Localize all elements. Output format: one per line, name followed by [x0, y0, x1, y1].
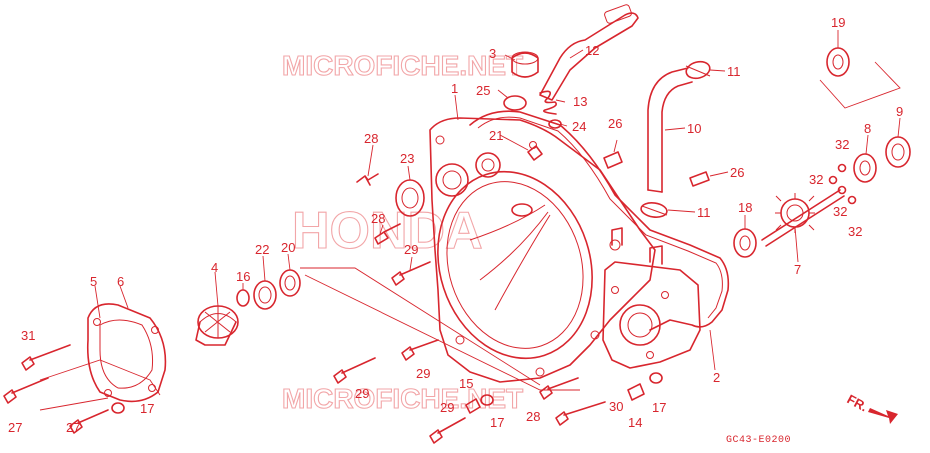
- callout-29-a: 29: [404, 242, 418, 257]
- bolt-29-d: [429, 417, 466, 444]
- balls-32: [828, 163, 857, 205]
- callout-11-top: 11: [727, 64, 741, 79]
- watermark-top: MICROFICHE.NET: [282, 50, 523, 81]
- callout-20: 20: [281, 240, 295, 255]
- callout-14: 14: [628, 415, 642, 430]
- callout-3: 3: [489, 46, 496, 61]
- bolt-29-a: [391, 261, 431, 286]
- callout-32-d: 32: [848, 224, 862, 239]
- callout-26-top: 26: [608, 116, 622, 131]
- bearing-8: [853, 153, 877, 183]
- callout-17-right: 17: [652, 400, 666, 415]
- callout-10: 10: [687, 121, 701, 136]
- callout-28-bottom: 28: [526, 409, 540, 424]
- water-pump-housing: [602, 245, 701, 369]
- callout-25: 25: [476, 83, 490, 98]
- callout-4: 4: [211, 260, 218, 275]
- bolt-27-b: [69, 409, 109, 434]
- callout-13: 13: [573, 94, 587, 109]
- callout-32-a: 32: [835, 137, 849, 152]
- bearing-20: [279, 269, 301, 297]
- callout-2: 2: [713, 370, 720, 385]
- bolt-27-a: [3, 377, 49, 404]
- washer-17-right: [649, 372, 663, 384]
- callout-26-right: 26: [730, 165, 744, 180]
- callout-8: 8: [864, 121, 871, 136]
- callout-17-left: 17: [140, 401, 154, 416]
- bearing-18: [733, 228, 757, 258]
- callout-31: 31: [21, 328, 35, 343]
- impeller: [195, 305, 239, 346]
- callout-17-mid: 17: [490, 415, 504, 430]
- callout-16: 16: [236, 269, 250, 284]
- watermark-bottom: MICROFICHE.NET: [282, 383, 523, 414]
- callout-12: 12: [585, 43, 599, 58]
- bolt-29-c: [401, 339, 439, 361]
- callout-29-d: 29: [440, 400, 454, 415]
- hose-clamp-bottom: [640, 202, 668, 218]
- bolt-28-bottom: [539, 377, 579, 400]
- callout-7: 7: [794, 262, 801, 277]
- water-pump-cover: [86, 303, 167, 403]
- water-hose: [647, 67, 693, 193]
- washer-17-left: [111, 402, 125, 414]
- callout-19: 19: [831, 15, 845, 30]
- callout-32-c: 32: [833, 204, 847, 219]
- bolt-30: [555, 401, 606, 426]
- seal-22: [253, 280, 277, 310]
- callout-29-b: 29: [355, 386, 369, 401]
- pump-shaft: [761, 189, 845, 247]
- dowel-26-top: [603, 151, 623, 169]
- spring-13: [539, 90, 558, 115]
- callout-27-right: 27: [66, 420, 80, 435]
- callout-15: 15: [459, 376, 473, 391]
- dowel-26-right: [689, 171, 710, 187]
- callout-9: 9: [896, 104, 903, 119]
- callout-5: 5: [90, 274, 97, 289]
- kick-arm: [539, 4, 639, 101]
- dowel-14: [627, 383, 645, 401]
- callout-27-left: 27: [8, 420, 22, 435]
- seal-9: [885, 136, 911, 168]
- bolt-31: [21, 344, 71, 371]
- bolt-28-mid: [374, 223, 401, 245]
- callout-29-c: 29: [416, 366, 430, 381]
- front-arrow-icon: [868, 408, 898, 424]
- callout-28-top: 28: [364, 131, 378, 146]
- callout-1: 1: [451, 81, 458, 96]
- right-crankcase-cover: [429, 117, 656, 383]
- callout-28-mid: 28: [371, 211, 385, 226]
- callout-22: 22: [255, 242, 269, 257]
- hose-clamp-top: [685, 60, 711, 80]
- bolt-28-top: [356, 173, 379, 186]
- callout-11-bottom: 11: [697, 205, 711, 220]
- dowel-21: [527, 145, 543, 161]
- callout-21: 21: [489, 128, 503, 143]
- callout-30: 30: [609, 399, 623, 414]
- seal-16: [236, 289, 250, 307]
- callout-6: 6: [117, 274, 124, 289]
- front-label: FR.: [845, 391, 871, 414]
- callout-32-b: 32: [809, 172, 823, 187]
- bearing-19-bracket: [819, 61, 901, 109]
- front-direction-indicator: FR.: [845, 391, 898, 424]
- callout-18: 18: [738, 200, 752, 215]
- callout-23: 23: [400, 151, 414, 166]
- cover-gasket: [469, 110, 730, 331]
- bearing-19: [826, 47, 850, 77]
- leader-lines: [39, 30, 901, 411]
- diagram-code: GC43-E0200: [726, 435, 791, 446]
- washer-17-mid: [480, 394, 494, 406]
- dowel-15: [465, 398, 481, 414]
- oring-25: [503, 95, 527, 111]
- callout-24: 24: [572, 119, 586, 134]
- bolt-29-b: [333, 357, 376, 384]
